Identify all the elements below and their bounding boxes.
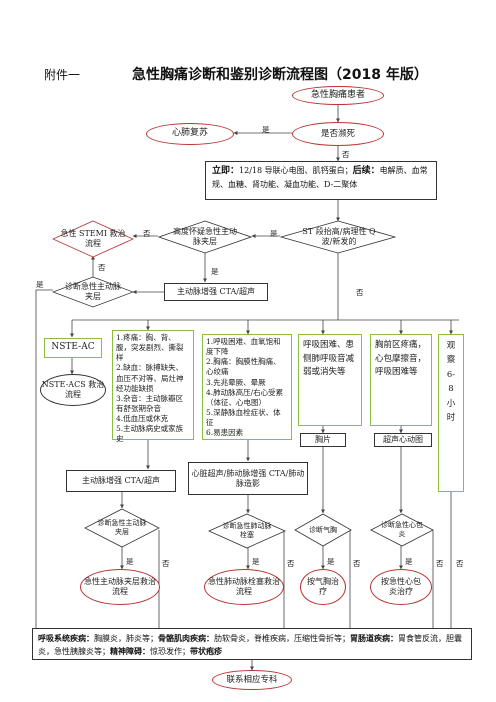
node-echo-cta: 心脏超声/肺动脉增强 CTA/肺动脉造影 — [188, 462, 308, 495]
immediate-label: 立即： — [212, 166, 240, 176]
initial-tests-box: 立即：12/18 导联心电图、肌钙蛋白；后续：电解质、血常规、血糖、肾功能、凝血… — [205, 161, 437, 200]
symptom-pe-3: 3.先兆晕厥、晕厥 — [206, 377, 266, 387]
node-dx-aas2: 诊断急性主动脉夹层 — [97, 519, 147, 536]
node-aas-dx: 诊断急性主动脉夹层 — [65, 282, 121, 301]
text-psych: 惊恐发作； — [150, 647, 190, 657]
node-dx-pe: 诊断急性肺动脉栓塞 — [222, 522, 272, 539]
label-yes-peri: 是 — [405, 557, 413, 566]
cat-respiratory: 呼吸系统疾病： — [38, 633, 94, 643]
node-observe: 观察 6-8 小时 — [438, 334, 464, 492]
label-yes-ptx: 是 — [327, 557, 335, 566]
text-musculoskeletal: 肋软骨炎，脊椎疾病，压缩性骨折等； — [214, 634, 350, 643]
high-aas-diamond — [158, 220, 252, 254]
label-yes-st: 是 — [270, 229, 278, 238]
label-no-observe: 否 — [456, 559, 464, 568]
cat-gastro: 胃肠道疾病： — [350, 633, 398, 643]
cat-herpes: 带状疱疹 — [190, 646, 222, 657]
label-no-aas: 否 — [98, 263, 106, 272]
symptom-pe-1: 1.呼吸困难、血氧饱和度下降 — [206, 337, 281, 357]
dx-ptx-diamond — [294, 513, 352, 547]
symptoms-pe: 1.呼吸困难、血氧饱和度下降 2.胸痛：胸膜性胸痛、心绞痛 3.先兆晕厥、晕厥 … — [202, 334, 292, 440]
node-stemi: 急性 STEMI 救治流程 — [60, 229, 126, 248]
immediate-text: 12/18 导联心电图、肌钙蛋白； — [239, 166, 353, 175]
label-no-aas2: 否 — [162, 559, 170, 568]
node-xray: 胸片 — [300, 433, 346, 447]
text-gastro: 胃食管反流，胆囊炎，急性胰腺炎等； — [38, 634, 462, 657]
node-nste: NSTE-AC — [44, 338, 102, 358]
label-yes-aas2: 是 — [126, 557, 134, 566]
dx-pe-diamond — [208, 513, 286, 549]
st-diamond — [280, 220, 396, 254]
label-no-high: 否 — [143, 229, 151, 238]
title-prefix: 附件一 — [44, 68, 81, 82]
followup-label: 后续： — [352, 166, 380, 176]
node-start: 急性胸痛患者 — [292, 86, 384, 105]
cat-musculoskeletal: 骨骼肌肉疾病： — [158, 633, 214, 643]
dx-aas2-diamond — [84, 508, 160, 548]
node-ucg: 超声心动图 — [374, 433, 432, 447]
symptoms-ptx: 呼吸困难、患侧肺呼吸音减弱或消失等 — [298, 334, 362, 426]
node-cta1: 主动脉增强 CTA/超声 — [164, 283, 268, 301]
symptom-aas-2: 2.缺血：脉搏缺失、血压不对等、局灶神经功能缺损 — [116, 363, 184, 393]
label-yes-aas: 是 — [36, 280, 44, 289]
label-yes-pe: 是 — [252, 557, 260, 566]
symptom-pe-6: 6.易患因素 — [206, 428, 244, 438]
label-no-dying: 否 — [342, 150, 350, 159]
symptoms-aas: 1.疼痛：胸、背、腹，突发剧烈、撕裂样 2.缺血：脉搏缺失、血压不对等、局灶神经… — [112, 330, 194, 443]
followup-text: 电解质、血常规、血糖、肾功能、凝血功能、D-二聚体 — [212, 166, 428, 189]
symptom-aas-5: 5.主动脉病史或家族史 — [116, 424, 184, 444]
node-nste-flow: NSTE-ACS 救治流程 — [40, 374, 106, 406]
node-referral: 联系相应专科 — [212, 670, 292, 690]
node-dx-peri: 诊断急性心包炎 — [381, 521, 423, 538]
symptom-pe-5: 5.深静脉血栓症状、体征 — [206, 407, 281, 427]
node-dying: 是否濒死 — [292, 122, 384, 146]
cat-psych: 精神障碍： — [110, 646, 150, 657]
node-flow-aas: 急性主动脉夹层救治流程 — [80, 569, 160, 605]
symptom-aas-3: 3.杂音：主动脉瓣区有舒张期杂音 — [116, 393, 184, 413]
label-yes-high: 是 — [211, 267, 219, 276]
stemi-shape — [52, 220, 134, 258]
label-yes-cpr: 是 — [262, 125, 270, 134]
aas-dx-diamond — [52, 276, 134, 308]
node-cpr: 心肺复苏 — [146, 123, 234, 145]
label-no-ptx: 否 — [353, 559, 361, 568]
symptoms-peri: 胸前区疼痛，心包摩擦音，呼吸困难等 — [370, 334, 432, 426]
symptom-aas-1: 1.疼痛：胸、背、腹，突发剧烈、撕裂样 — [116, 333, 184, 363]
symptom-pe-4: 4.肺动脉高压/右心受累（体征、心电图） — [206, 387, 284, 407]
node-st: ST 段抬高/病理性 Q 波/新发的 — [302, 227, 376, 246]
node-dx-ptx: 诊断气胸 — [309, 525, 337, 534]
symptom-pe-2: 2.胸痛：胸膜性胸痛、心绞痛 — [206, 357, 281, 377]
node-high-aas: 高度怀疑急性主动脉夹层 — [173, 227, 237, 246]
label-no-st: 否 — [356, 288, 364, 297]
label-no-peri: 否 — [436, 559, 444, 568]
node-cta2: 主动脉增强 CTA/超声 — [66, 470, 176, 492]
dx-peri-diamond — [370, 513, 434, 547]
other-diseases-box: 呼吸系统疾病：胸膜炎，肺炎等；骨骼肌肉疾病：肋软骨炎，脊椎疾病，压缩性骨折等；胃… — [32, 628, 472, 660]
node-flow-pe: 急性肺动脉栓塞救治流程 — [204, 569, 284, 605]
node-tx-ptx: 按气胸治疗 — [300, 569, 346, 605]
symptom-aas-4: 4.低血压或休克 — [116, 414, 169, 423]
page-title: 急性胸痛诊断和鉴别诊断流程图（2018 年版） — [132, 67, 428, 83]
text-respiratory: 胸膜炎，肺炎等； — [94, 634, 158, 643]
node-tx-peri: 按急性心包炎治疗 — [370, 569, 432, 605]
label-no-pe: 否 — [287, 559, 295, 568]
